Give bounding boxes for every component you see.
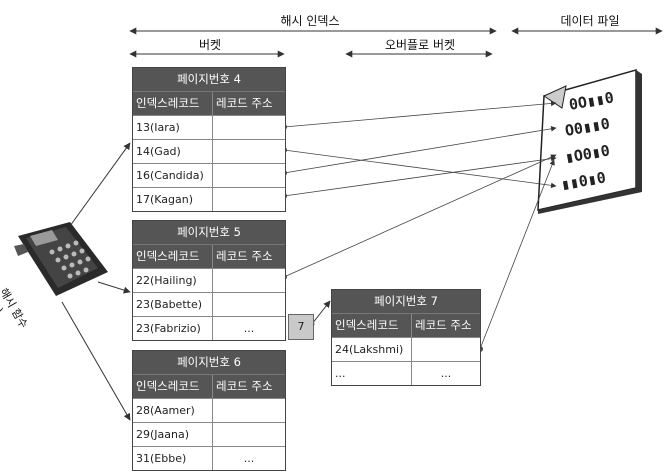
record-address: [213, 188, 285, 211]
index-key: 24(Lakshmi): [332, 338, 412, 361]
record-address: ...: [243, 322, 255, 335]
table-row: 14(Gad): [133, 139, 285, 163]
record-address: ...: [440, 367, 452, 380]
bucket-page-4: 페이지번호 4 인덱스레코드 레코드 주소 13(Iara) 14(Gad) 1…: [132, 67, 286, 212]
page-title: 페이지번호 4: [133, 68, 285, 91]
index-key: ...: [332, 362, 412, 385]
table-row: 31(Ebbe)...: [133, 446, 285, 470]
record-address: [213, 269, 285, 292]
column-header: 인덱스레코드 레코드 주소: [332, 313, 480, 337]
index-key: 16(Candida): [133, 164, 213, 187]
overflow-page-7: 페이지번호 7 인덱스레코드 레코드 주소 24(Lakshmi) ......: [331, 289, 481, 386]
page-title: 페이지번호 6: [133, 351, 285, 374]
table-row: 22(Hailing): [133, 268, 285, 292]
table-row: 23(Babette): [133, 292, 285, 316]
record-address: ...: [243, 452, 255, 465]
col-index-label: 인덱스레코드: [133, 92, 213, 115]
page-title: 페이지번호 7: [332, 290, 480, 313]
index-key: 17(Kagan): [133, 188, 213, 211]
record-address: [213, 293, 285, 316]
index-key: 23(Babette): [133, 293, 213, 316]
record-address: [412, 338, 480, 361]
overflow-pointer: 7: [288, 314, 314, 340]
index-key: 29(Jaana): [133, 423, 213, 446]
table-row: ......: [332, 361, 480, 385]
table-row: 29(Jaana): [133, 422, 285, 446]
data-file-icon: 0O▮▮0 O0▮▮0 ▮O0▮0 ▮▮0▮0: [537, 69, 642, 214]
overflow-bucket-header: 오버플로 버켓: [384, 38, 456, 52]
col-addr-label: 레코드 주소: [216, 96, 273, 110]
record-address: [213, 399, 285, 422]
index-key: 14(Gad): [133, 140, 213, 163]
table-row: 17(Kagan): [133, 187, 285, 211]
col-index-label: 인덱스레코드: [332, 314, 412, 337]
table-row: 24(Lakshmi): [332, 337, 480, 361]
bucket-page-6: 페이지번호 6 인덱스레코드 레코드 주소 28(Aamer) 29(Jaana…: [132, 350, 286, 471]
col-index-label: 인덱스레코드: [133, 245, 213, 268]
table-row: 23(Fabrizio)...: [133, 316, 285, 340]
index-key: 22(Hailing): [133, 269, 213, 292]
record-address: [213, 423, 285, 446]
column-header: 인덱스레코드 레코드 주소: [133, 91, 285, 115]
record-address: [213, 116, 285, 139]
index-key: 23(Fabrizio): [133, 317, 213, 340]
bucket-header: 버켓: [198, 38, 222, 52]
table-row: 13(Iara): [133, 115, 285, 139]
page-title: 페이지번호 5: [133, 221, 285, 244]
table-row: 28(Aamer): [133, 398, 285, 422]
record-address: [213, 164, 285, 187]
bucket-page-5: 페이지번호 5 인덱스레코드 레코드 주소 22(Hailing) 23(Bab…: [132, 220, 286, 341]
calculator-icon: [14, 222, 108, 296]
hash-index-header: 해시 인덱스: [280, 14, 340, 28]
index-key: 31(Ebbe): [133, 447, 213, 470]
col-addr-label: 레코드 주소: [216, 249, 273, 263]
col-addr-label: 레코드 주소: [415, 318, 472, 332]
data-file-header: 데이터 파일: [560, 14, 620, 28]
index-key: 13(Iara): [133, 116, 213, 139]
col-index-label: 인덱스레코드: [133, 375, 213, 398]
record-address: [213, 140, 285, 163]
column-header: 인덱스레코드 레코드 주소: [133, 244, 285, 268]
index-key: 28(Aamer): [133, 399, 213, 422]
table-row: 16(Candida): [133, 163, 285, 187]
column-header: 인덱스레코드 레코드 주소: [133, 374, 285, 398]
col-addr-label: 레코드 주소: [216, 379, 273, 393]
